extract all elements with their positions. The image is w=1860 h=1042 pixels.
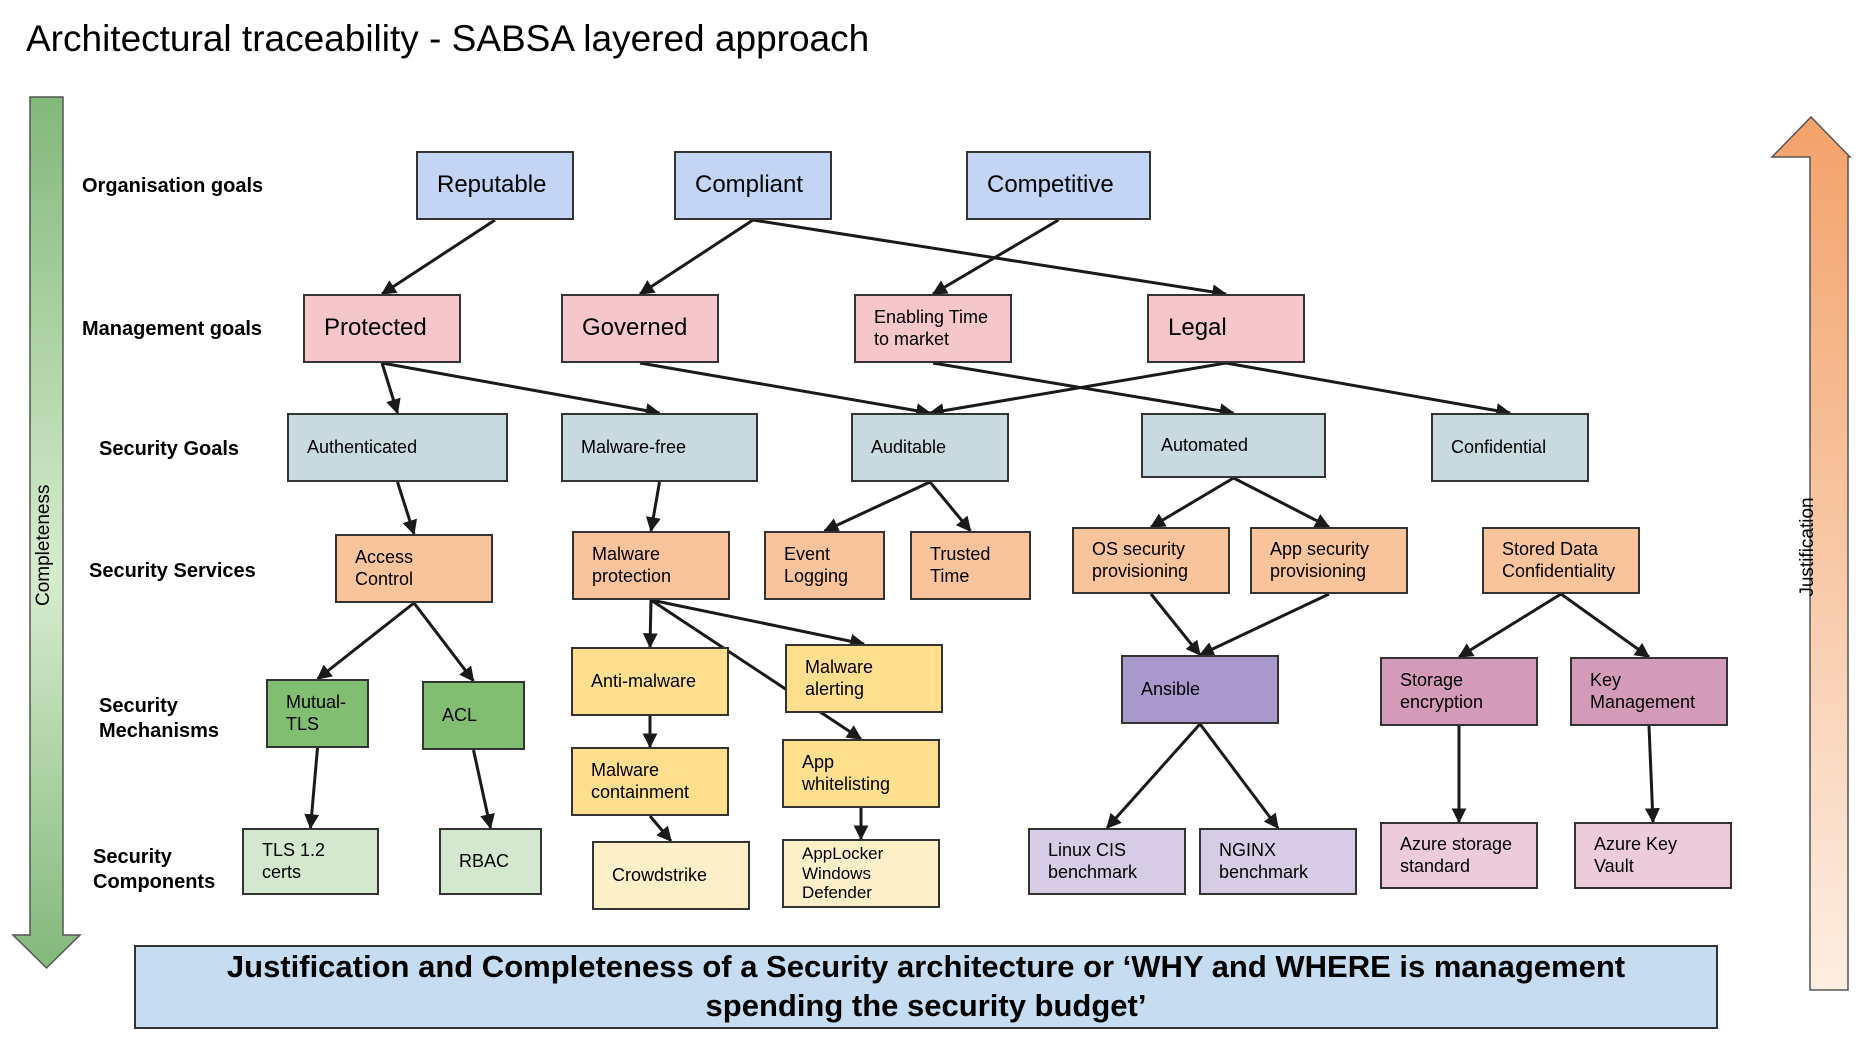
edge-auditable-to-trustedtime	[928, 481, 972, 532]
node-rbac: RBAC	[439, 828, 542, 895]
node-event-logging: Event Logging	[764, 531, 885, 600]
node-confidential: Confidential	[1431, 413, 1589, 482]
node-legal: Legal	[1147, 294, 1305, 363]
edge-malwareprot-to-appwhite	[650, 598, 863, 741]
node-app-security-provisioning: App security provisioning	[1250, 527, 1408, 594]
node-tls-certs: TLS 1.2 certs	[242, 828, 379, 895]
layer-label-services: Security Services	[89, 560, 256, 582]
edge-malwareprot-to-malwarealert	[650, 598, 866, 649]
node-stored-data-confidentiality: Stored Data Confidentiality	[1482, 527, 1640, 594]
edge-compliant-to-legal	[752, 218, 1228, 300]
node-nginx-benchmark: NGINX benchmark	[1199, 828, 1357, 895]
node-os-security-provisioning: OS security provisioning	[1072, 527, 1230, 594]
diagram-title: Architectural traceability - SABSA layer…	[26, 18, 870, 59]
edge-automated-to-appprov	[1232, 476, 1331, 529]
node-crowdstrike: Crowdstrike	[592, 841, 750, 910]
edge-keymgmt-to-azurekv	[1644, 725, 1660, 824]
edge-competitive-to-enabling	[931, 218, 1060, 296]
node-storage-encryption: Storage encryption	[1380, 657, 1538, 726]
node-competitive: Competitive	[966, 151, 1151, 220]
node-ansible: Ansible	[1121, 655, 1279, 724]
node-automated: Automated	[1141, 413, 1326, 478]
edge-accesscontrol-to-mtls	[316, 601, 415, 681]
node-malware-protection: Malware protection	[572, 531, 730, 600]
node-authenticated: Authenticated	[287, 413, 508, 482]
node-reputable: Reputable	[416, 151, 574, 220]
edge-governed-to-auditable	[639, 361, 932, 419]
footer-line-2: spending the security budget’	[705, 988, 1147, 1023]
node-malware-containment: Malware containment	[571, 747, 729, 816]
edge-ansible-to-linuxcis	[1105, 723, 1202, 829]
layer-label-mgmt: Management goals	[82, 318, 263, 340]
edge-storedconf-to-keymgmt	[1560, 592, 1651, 659]
node-azure-key-vault: Azure Key Vault	[1574, 822, 1732, 889]
node-trusted-time: Trusted Time	[910, 531, 1031, 600]
layer-label-mechanisms: Security Mechanisms	[99, 695, 220, 742]
node-azure-storage-standard: Azure storage standard	[1380, 822, 1538, 889]
edge-layer	[304, 218, 1660, 842]
completeness-arrow	[11, 96, 82, 970]
edge-malwarefree-to-malwareprot	[645, 481, 661, 533]
layer-label-org: Organisation goals	[82, 175, 264, 197]
edge-storedconf-to-storageenc	[1457, 592, 1562, 659]
node-acl: ACL	[422, 681, 525, 750]
edge-auditable-to-eventlog	[823, 480, 931, 533]
node-protected: Protected	[303, 294, 461, 363]
node-key-management: Key Management	[1570, 657, 1728, 726]
edge-appprov-to-ansible	[1198, 592, 1330, 657]
footer-line-1: Justification and Completeness of a Secu…	[226, 949, 1626, 985]
edge-protected-to-malwarefree	[381, 361, 661, 418]
edge-legal-to-auditable	[928, 361, 1227, 419]
edge-osprov-to-ansible	[1149, 593, 1202, 656]
edge-accesscontrol-to-acl	[412, 602, 475, 682]
node-mutual-tls: Mutual- TLS	[266, 679, 369, 748]
footer-banner: Justification and Completeness of a Secu…	[134, 945, 1718, 1029]
node-applocker-windows-defender: AppLocker Windows Defender	[782, 839, 940, 908]
edge-protected-to-authenticated	[380, 362, 401, 415]
justification-arrow	[1770, 115, 1852, 991]
edge-ansible-to-nginx	[1198, 723, 1280, 829]
edge-malwarecont-to-crowdstrike	[648, 815, 673, 842]
edge-mtls-to-tls12	[304, 747, 320, 830]
edge-malwareprot-to-antimalware	[642, 599, 658, 649]
edge-acl-to-rbac	[472, 749, 495, 830]
layer-label-secgoals: Security Goals	[99, 438, 240, 460]
edge-legal-to-confidential	[1225, 361, 1512, 419]
node-auditable: Auditable	[851, 413, 1009, 482]
node-governed: Governed	[561, 294, 719, 363]
edge-authenticated-to-accesscontrol	[396, 481, 417, 536]
layer-label-components: Security Components	[93, 846, 216, 893]
node-malware-alerting: Malware alerting	[785, 644, 943, 713]
node-app-whitelisting: App whitelisting	[782, 739, 940, 808]
node-anti-malware: Anti-malware	[571, 647, 729, 716]
edge-automated-to-osprov	[1149, 476, 1235, 529]
edge-reputable-to-protected	[380, 218, 496, 296]
node-access-control: Access Control	[335, 534, 493, 603]
node-compliant: Compliant	[674, 151, 832, 220]
node-enabling-time-to-market: Enabling Time to market	[854, 294, 1012, 363]
node-malware-free: Malware-free	[561, 413, 758, 482]
edge-compliant-to-governed	[638, 218, 754, 296]
justification-label: Justification	[1797, 497, 1818, 597]
completeness-label: Completeness	[33, 484, 54, 606]
node-linux-cis-benchmark: Linux CIS benchmark	[1028, 828, 1186, 895]
